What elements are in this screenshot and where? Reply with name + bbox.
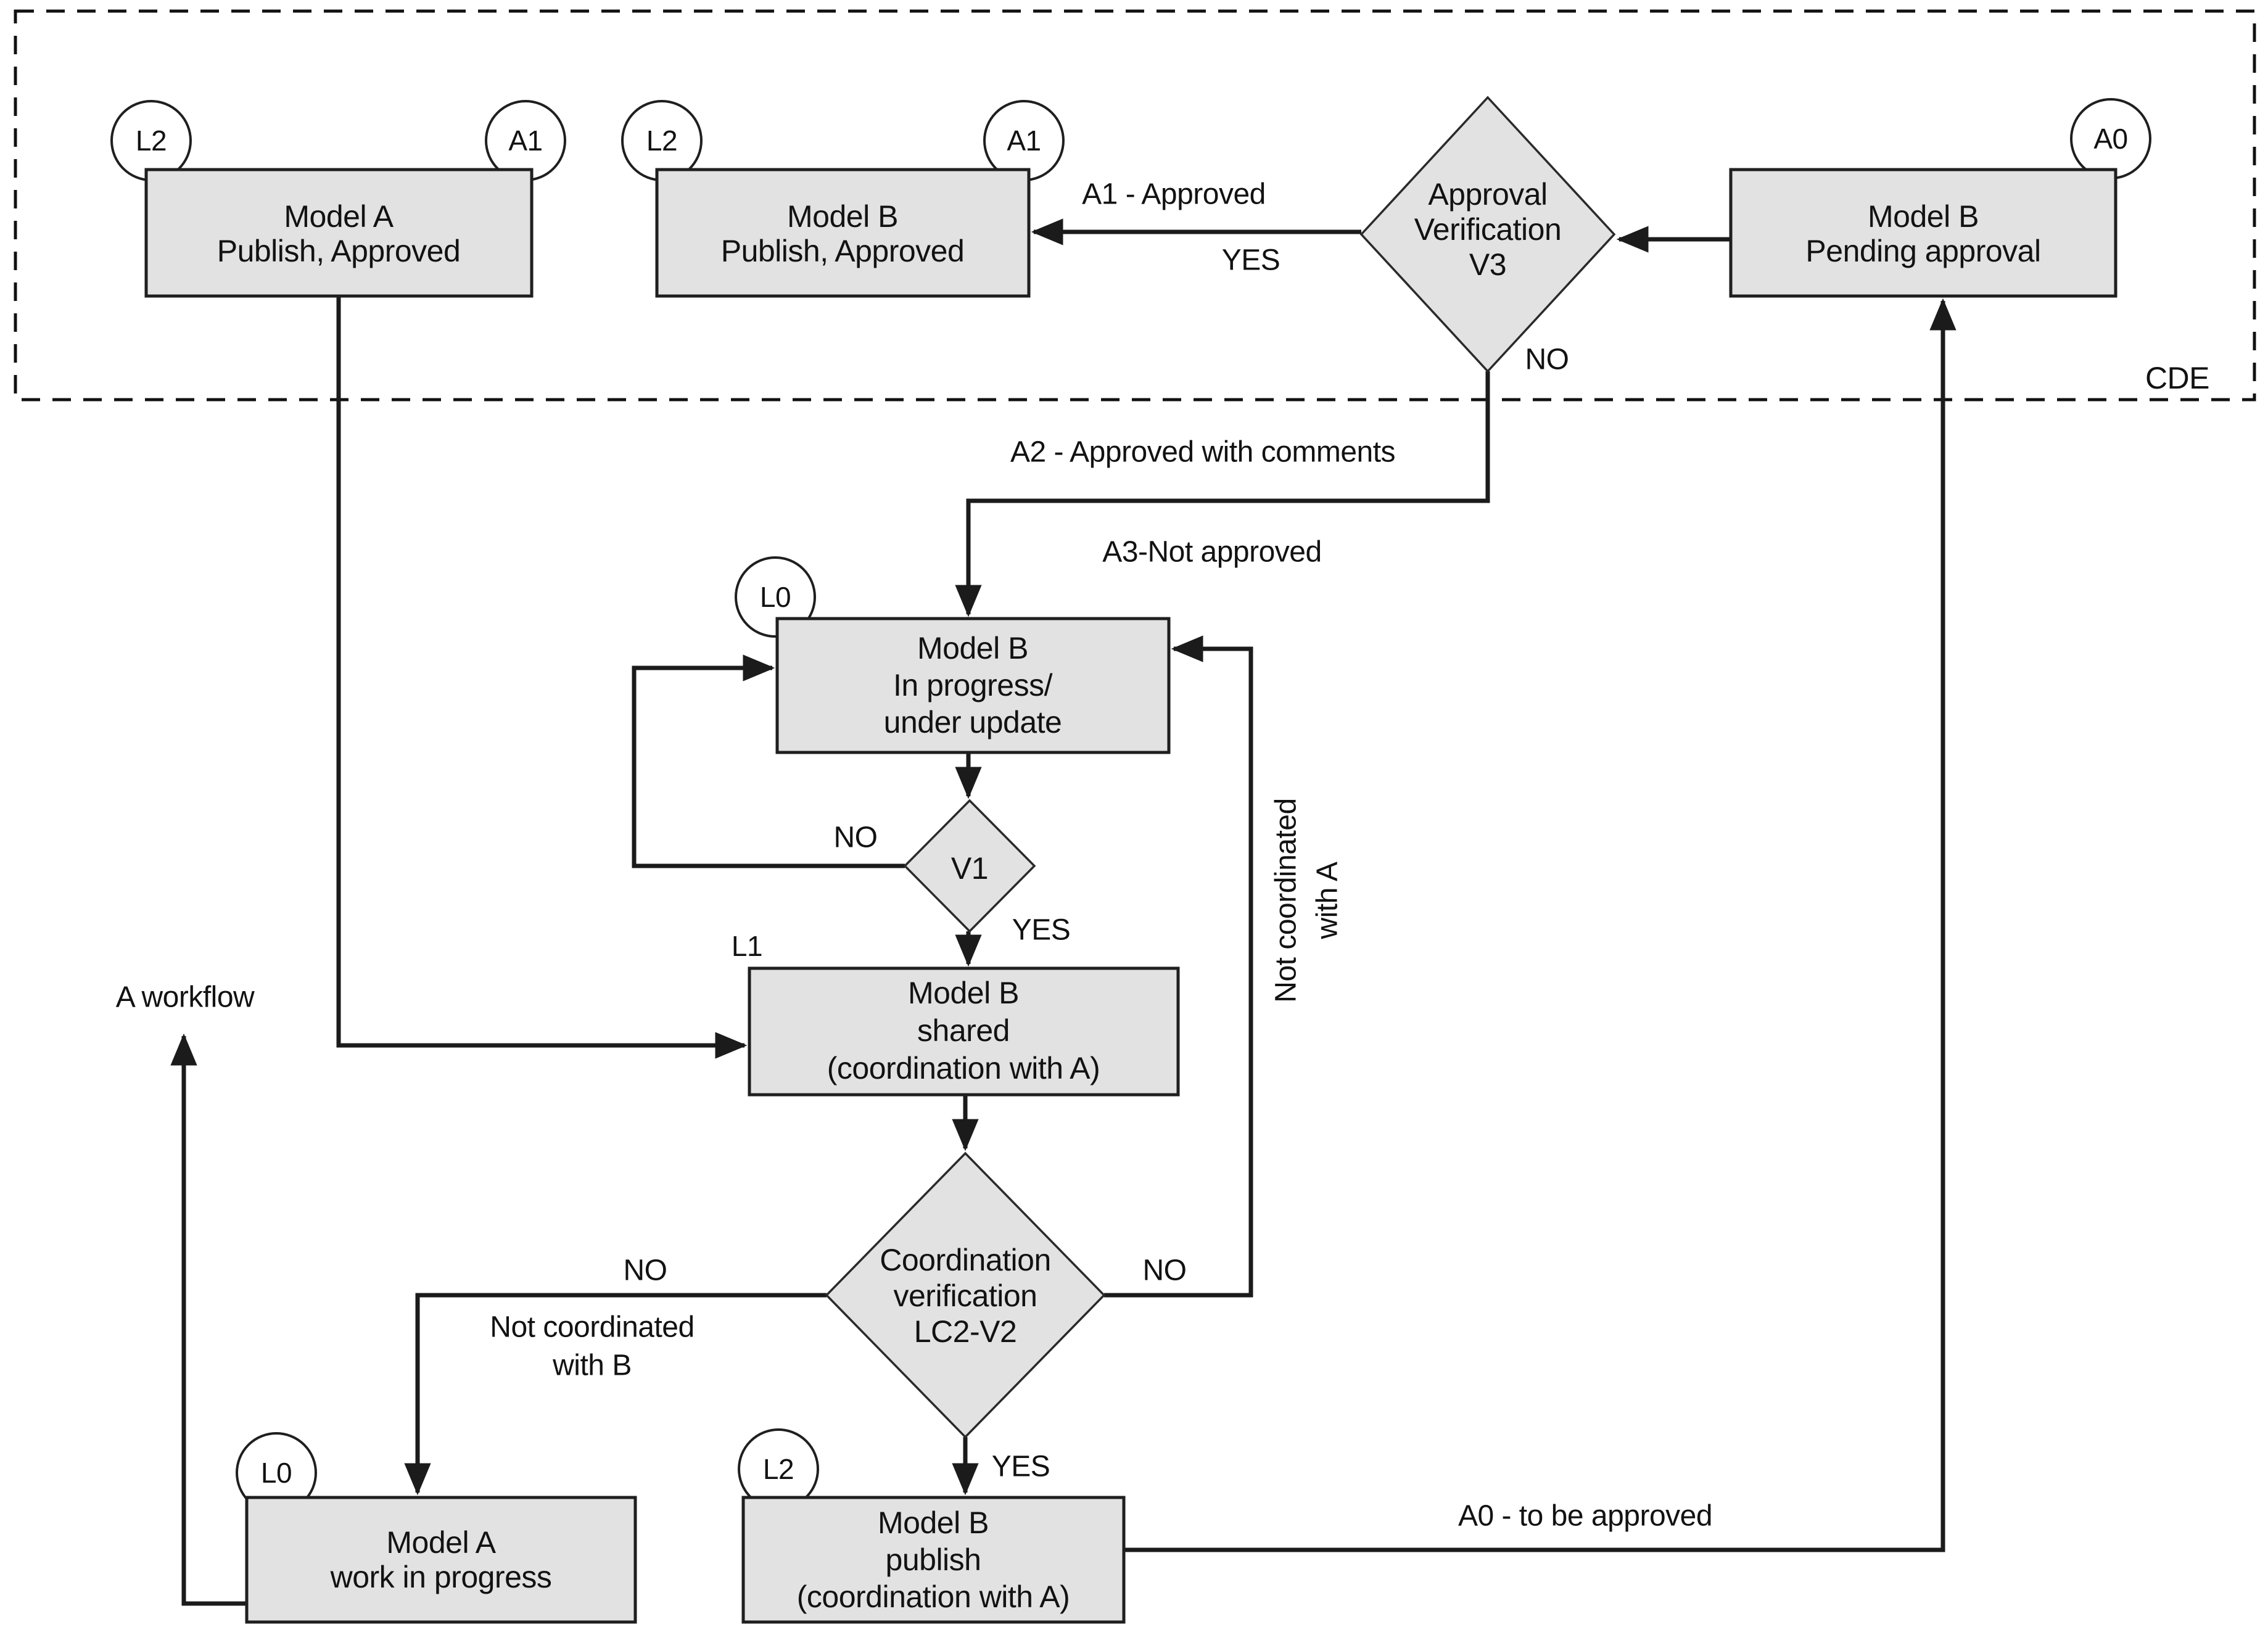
decision-diamond <box>903 799 1036 933</box>
node-model-b-pending: Model B Pending approval <box>1729 168 2117 298</box>
node-model-b-shared: Model B shared (coordination with A) <box>748 966 1180 1097</box>
label-v1-no: NO <box>834 822 878 854</box>
label-lc2-no-right: NO <box>1143 1254 1187 1287</box>
label-a3-not-approved: A3-Not approved <box>1102 536 1321 569</box>
node-label: Model B <box>878 1505 989 1540</box>
node-label: publish <box>886 1542 981 1577</box>
node-label: In progress/ <box>893 668 1053 702</box>
badge-bpub-a1: A1 <box>983 100 1065 181</box>
badge-pending-a0: A0 <box>2070 98 2151 179</box>
node-label: Publish, Approved <box>217 234 461 268</box>
label-v3-no: NO <box>1525 344 1569 376</box>
badge-label: L0 <box>760 581 791 613</box>
node-label: Publish, Approved <box>721 234 965 268</box>
edge-v3-no-to-inprogress <box>955 371 1490 617</box>
decision-diamond <box>1359 96 1616 373</box>
node-label: Model B <box>787 199 898 234</box>
decision-label: V3 <box>1469 247 1506 282</box>
label-v1-yes: YES <box>1012 914 1071 947</box>
decision-label: V1 <box>951 851 988 886</box>
label-not-coordinated-with-b: Not coordinated <box>490 1311 694 1344</box>
badge-apub-a1: A1 <box>485 100 566 181</box>
label-a2-approved-with-comments: A2 - Approved with comments <box>1010 436 1395 469</box>
decision-label: verification <box>894 1279 1037 1313</box>
label-not-coordinated-with-a: Not coordinated <box>1270 798 1303 1002</box>
node-box <box>748 966 1180 1097</box>
node-label: Model B <box>908 976 1019 1010</box>
node-model-a-published: Model A Publish, Approved <box>144 168 534 298</box>
decision-label: Coordination <box>880 1243 1051 1277</box>
node-label: work in progress <box>330 1560 552 1594</box>
node-label: Pending approval <box>1805 234 2040 268</box>
node-model-a-wip: Model A work in progress <box>245 1496 637 1624</box>
badge-label: L2 <box>646 125 677 157</box>
label-lc2-yes: YES <box>992 1451 1050 1483</box>
node-label: Model A <box>284 199 394 234</box>
cde-container <box>14 9 2256 402</box>
edge-publish-a0-to-pending <box>1124 298 1957 1552</box>
node-model-b-publish-coord: Model B publish (coordination with A) <box>741 1496 1126 1624</box>
node-box <box>144 168 534 298</box>
node-label: Model B <box>1868 199 1979 234</box>
edge-lc2-no-right-to-inprogress <box>1104 635 1253 1298</box>
decision-approval-verification-v3: Approval Verification V3 <box>1359 96 1616 373</box>
label-a0-to-be-approved: A0 - to be approved <box>1458 1500 1712 1533</box>
label-a1-approved: A1 - Approved <box>1082 178 1266 211</box>
badge-label: A1 <box>1007 125 1041 157</box>
node-label: Model B <box>917 631 1028 665</box>
decision-label: Verification <box>1414 212 1562 247</box>
node-label: Model A <box>386 1525 496 1560</box>
node-label: shared <box>917 1013 1010 1048</box>
label-a-workflow: A workflow <box>116 981 255 1014</box>
badge-label: L0 <box>261 1457 292 1489</box>
node-box <box>245 1496 637 1624</box>
badge-label: A1 <box>508 125 542 157</box>
decision-label: LC2-V2 <box>914 1314 1017 1349</box>
edge-apub-to-shared <box>336 296 748 1059</box>
node-box <box>741 1496 1126 1624</box>
label-v3-yes: YES <box>1222 244 1280 277</box>
label-not-coordinated-with-a: with A <box>1311 862 1344 940</box>
label-not-coordinated-with-b: with B <box>552 1349 632 1382</box>
node-label: (coordination with A) <box>797 1579 1070 1614</box>
badge-shared-l1: L1 <box>732 930 762 962</box>
edge-awip-to-a-workflow <box>170 1033 247 1606</box>
decision-diamond <box>825 1151 1106 1439</box>
badge-label: A0 <box>2093 123 2127 155</box>
node-label: under update <box>884 705 1062 739</box>
label-lc2-no-left: NO <box>624 1254 667 1287</box>
decision-v1: V1 <box>903 799 1036 933</box>
badge-inprogress-l0: L0 <box>735 556 816 638</box>
decision-coordination-verification-lc2-v2: Coordination verification LC2-V2 <box>825 1151 1106 1439</box>
node-model-b-published: Model B Publish, Approved <box>655 168 1031 298</box>
badge-publish-l2: L2 <box>738 1428 819 1510</box>
badge-circle <box>735 556 816 638</box>
node-box <box>775 617 1171 754</box>
node-label: (coordination with A) <box>827 1051 1100 1085</box>
badge-label: L2 <box>136 125 167 157</box>
badge-label: L2 <box>763 1453 794 1485</box>
node-model-b-inprogress: Model B In progress/ under update <box>775 617 1171 754</box>
node-box <box>655 168 1031 298</box>
edge-lc2-no-left-to-awip <box>404 1293 827 1496</box>
cde-label: CDE <box>2145 361 2209 395</box>
decision-label: Approval <box>1428 177 1547 212</box>
node-box <box>1729 168 2117 298</box>
edge-v1-no-loop <box>632 654 905 868</box>
